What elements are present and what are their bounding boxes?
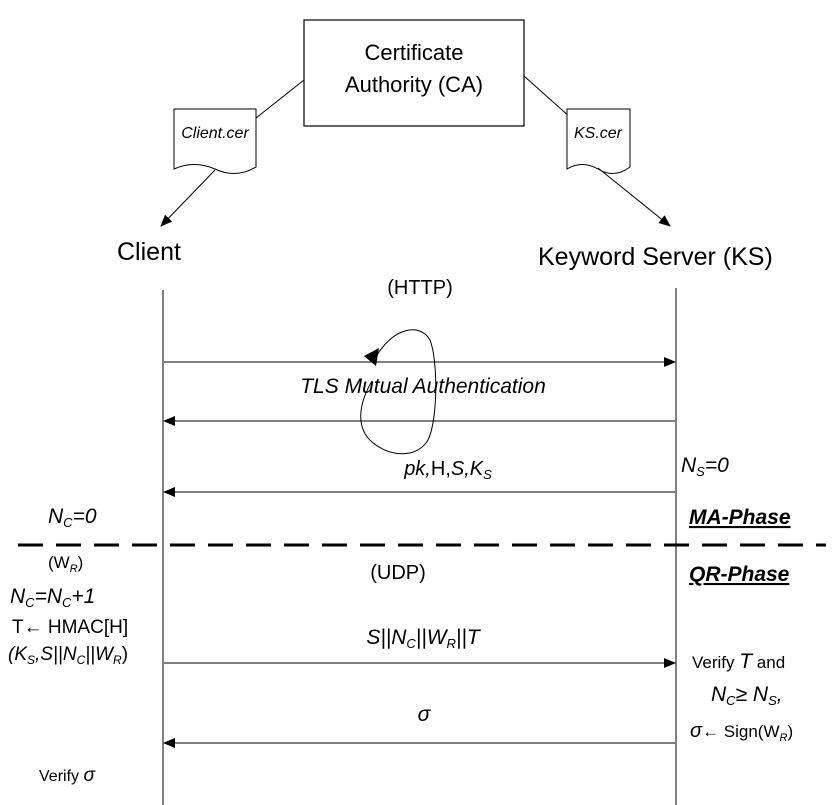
ca-box — [303, 19, 525, 127]
client-verify-step: Verify σ — [39, 765, 96, 786]
tls-loop-icon — [360, 329, 437, 455]
server-label: Keyword Server (KS) — [538, 243, 773, 271]
query-message-label: S||NC||WR||T — [366, 626, 482, 651]
client-hmac-step: T← HMAC[H] — [12, 617, 128, 638]
client-keyword-input: (WR) — [48, 553, 83, 575]
ca-label-line2: Authority (CA) — [345, 72, 483, 97]
client-nonce-increment: NC=NC+1 — [10, 585, 95, 610]
tls-loop-arrowhead — [364, 348, 379, 366]
tls-label: TLS Mutual Authentication — [300, 375, 546, 398]
ks-cert-label: KS.cer — [574, 125, 623, 142]
pk-message-label: pk,H,S,KS — [403, 458, 492, 482]
ca-ks-link — [523, 75, 572, 119]
client-hmac-key: (KS,S||NC||WR) — [8, 644, 128, 667]
ks-cert-arrow — [597, 167, 671, 227]
client-cert-document — [173, 108, 257, 174]
server-sign-step: σ← Sign(WR) — [690, 720, 793, 744]
qr-phase-label: QR-Phase — [689, 563, 790, 586]
client-nonce-init: NC=0 — [48, 505, 97, 530]
udp-label: (UDP) — [370, 562, 426, 584]
client-cert-label: Client.cer — [181, 125, 249, 142]
server-verify-step: Verify T and — [692, 650, 785, 673]
server-nonce-check: NC≥ NS, — [711, 683, 783, 708]
ca-label-line1: Certificate — [364, 40, 463, 65]
client-cert-arrow — [160, 169, 216, 227]
ma-phase-label: MA-Phase — [689, 506, 791, 529]
http-label: (HTTP) — [387, 277, 453, 299]
ca-client-link — [255, 79, 305, 119]
sigma-message-label: σ — [418, 703, 432, 726]
ks-cert-document — [566, 108, 631, 174]
client-label: Client — [117, 238, 181, 266]
server-nonce-init: NS=0 — [681, 454, 729, 479]
